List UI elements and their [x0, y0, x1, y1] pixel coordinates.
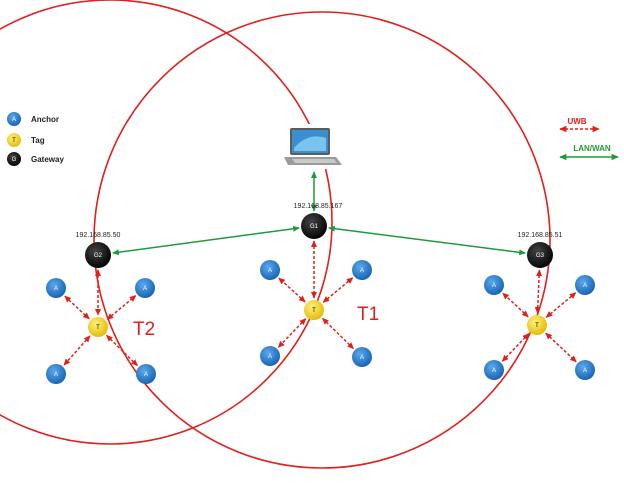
anchor-t3-4-disc: [575, 360, 595, 380]
legend-tag-icon: [7, 133, 21, 147]
anchor-t1-3: A: [260, 346, 280, 366]
anchor-t1-2: A: [352, 260, 372, 280]
anchor-t2-3-symbol: A: [54, 372, 58, 378]
anchor-t2-2-disc: [135, 278, 155, 298]
anchor-t2-4: A: [136, 364, 156, 384]
anchor-t3-3-disc: [484, 360, 504, 380]
anchor-t2-1-disc: [46, 278, 66, 298]
anchor-t1-1: A: [260, 260, 280, 280]
range-circles: [0, 0, 551, 469]
anchor-t1-2-symbol: A: [360, 268, 364, 274]
links-layer: [63, 171, 577, 367]
link-key: UWB LAN/WAN: [559, 117, 619, 161]
uwb-link-t3-anchor-3: [501, 333, 530, 362]
uwb-link-t3-anchor-2: [545, 292, 577, 318]
anchor-t1-3-disc: [260, 346, 280, 366]
anchor-t3-1-disc: [484, 275, 504, 295]
anchor-t1-2-disc: [352, 260, 372, 280]
uwb-link-t2-anchor-3: [63, 335, 91, 366]
tag-t3: T: [527, 315, 547, 335]
gateway-g1-ip: 192.168.85.167: [294, 203, 343, 210]
legend-anchor: A Anchor: [7, 112, 59, 126]
uwb-key-label: UWB: [567, 117, 586, 126]
anchor-t1-1-symbol: A: [268, 268, 272, 274]
lan-link-g1-g2: [112, 225, 300, 256]
anchor-t2-1-symbol: A: [54, 286, 58, 292]
lan-link-g1-g3: [328, 225, 526, 256]
anchor-t3-1: A: [484, 275, 504, 295]
gateway-g2-ip: 192.168.85.50: [76, 232, 121, 239]
tag-t1-symbol: T: [312, 308, 316, 314]
anchor-t1-4-symbol: A: [360, 355, 364, 361]
legend-gateway-symbol: G: [12, 157, 17, 163]
tag-t1-disc: [304, 300, 324, 320]
tag-t2-disc: [88, 317, 108, 337]
anchor-t1-4-disc: [352, 347, 372, 367]
tag-t3-symbol: T: [535, 323, 539, 329]
gateway-g2-disc: [85, 242, 111, 268]
uwb-link-g3-t3: [534, 269, 543, 314]
range-circle-left: [0, 0, 333, 445]
legend-gateway: G Gateway: [7, 152, 64, 166]
gateway-g2-symbol: G2: [94, 253, 103, 259]
uwb-link-t1-anchor-1: [278, 277, 306, 303]
legend-gateway-icon: [7, 152, 21, 166]
legend-anchor-symbol: A: [12, 117, 16, 123]
uwb-link-t1-anchor-4: [322, 317, 354, 350]
gateway-g1-symbol: G1: [310, 224, 319, 230]
anchor-t3-4: A: [575, 360, 595, 380]
anchor-t1-4: A: [352, 347, 372, 367]
gateway-g2: G2: [85, 242, 111, 268]
gateway-g1: G1: [301, 213, 327, 239]
lan-key-label: LAN/WAN: [573, 144, 611, 153]
anchor-t2-4-disc: [136, 364, 156, 384]
legend-anchor-label: Anchor: [31, 115, 59, 124]
uwb-link-t1-anchor-3: [277, 318, 307, 348]
anchor-t1-3-symbol: A: [268, 354, 272, 360]
anchor-t3-2-symbol: A: [583, 283, 587, 289]
legend: A Anchor T Tag G Gateway: [7, 112, 64, 166]
tag-t1: T: [304, 300, 324, 320]
anchor-t3-3: A: [484, 360, 504, 380]
tag-t3-disc: [527, 315, 547, 335]
tag-t2-symbol: T: [96, 325, 100, 331]
anchor-t2-1: A: [46, 278, 66, 298]
legend-tag-symbol: T: [12, 138, 16, 144]
uwb-link-t2-anchor-4: [106, 334, 138, 367]
gateway-g3-ip: 192.168.85.51: [518, 232, 563, 239]
anchor-t3-3-symbol: A: [492, 368, 496, 374]
tag-t1-caption: T1: [357, 304, 379, 325]
anchor-t2-4-symbol: A: [144, 372, 148, 378]
anchor-t3-2-disc: [575, 275, 595, 295]
anchor-t3-4-symbol: A: [583, 368, 587, 374]
range-circle-right: [93, 11, 551, 469]
anchor-t2-2-symbol: A: [143, 286, 147, 292]
uwb-link-t3-anchor-4: [545, 332, 577, 363]
uwb-link-t3-anchor-1: [502, 292, 529, 318]
gateway-g1-disc: [301, 213, 327, 239]
legend-gateway-label: Gateway: [31, 155, 64, 164]
anchor-t2-2: A: [135, 278, 155, 298]
uwb-link-t1-anchor-2: [322, 277, 354, 303]
laptop-icon: [282, 124, 342, 169]
legend-anchor-icon: [7, 112, 21, 126]
uwb-link-t2-anchor-2: [106, 295, 137, 320]
legend-tag: T Tag: [7, 133, 45, 147]
anchor-t2-3-disc: [46, 364, 66, 384]
legend-tag-label: Tag: [31, 136, 45, 145]
anchor-t3-1-symbol: A: [492, 283, 496, 289]
anchor-t2-3: A: [46, 364, 66, 384]
anchor-t1-1-disc: [260, 260, 280, 280]
gateway-g3: G3: [527, 242, 553, 268]
tag-t2: T: [88, 317, 108, 337]
gateway-g3-disc: [527, 242, 553, 268]
anchor-t3-2: A: [575, 275, 595, 295]
gateway-g3-symbol: G3: [536, 253, 545, 259]
tag-t2-caption: T2: [133, 319, 155, 340]
uwb-link-t2-anchor-1: [64, 295, 90, 320]
